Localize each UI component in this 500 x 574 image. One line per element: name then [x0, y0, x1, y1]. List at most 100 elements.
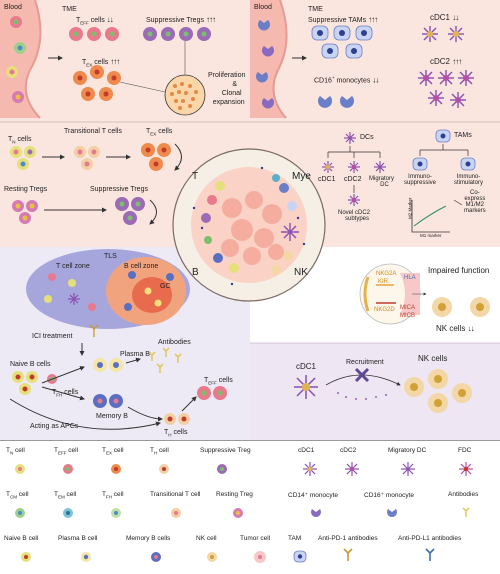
- legend-label: Memory B cells: [126, 535, 171, 542]
- legend-row2-item-6: CD16⁺ monocyte: [364, 491, 414, 499]
- ici-antibody: [89, 324, 99, 337]
- blood-t-cells: [6, 16, 26, 103]
- legend-row1-item-8: FDC: [458, 447, 471, 454]
- legend-label: TAM: [288, 535, 302, 542]
- plasma-b-cells: [93, 358, 123, 372]
- b-cell-panel-graphics: [9, 249, 227, 430]
- th-label: TH cells: [164, 429, 188, 438]
- t-cell-panel: Blood TME TEFF cells ↓↓ Suppressive Treg…: [0, 0, 251, 248]
- cdc2-cells: [418, 70, 474, 108]
- b-cell-panel: TLS T cell zone B cell zone GC ICI treat…: [0, 247, 251, 440]
- legend-label-suffix: cell: [157, 447, 169, 454]
- legend-label: CD14⁺ monocyte: [288, 492, 339, 499]
- hla-label: HLA: [404, 275, 416, 281]
- m2-marker-label: M2 Marker: [407, 197, 413, 220]
- tfh-label: TFH cells: [52, 389, 79, 398]
- legend-label: Transitional T cell: [150, 491, 201, 498]
- legend-row1-item-7: Migratory DC: [388, 447, 426, 454]
- tme-label-mye: TME: [308, 6, 323, 13]
- center-nk-label: NK: [294, 267, 308, 278]
- antibodies-label: Antibodies: [158, 339, 191, 346]
- center-t-label: T: [192, 171, 199, 182]
- cdc2-label: cDC2 ↑↑↑: [430, 57, 462, 66]
- suppressive-tams: [311, 25, 373, 59]
- legend-label: cDC2: [340, 447, 357, 454]
- legend-row1-item-1: TEFF cell: [54, 447, 78, 455]
- nkg2a-label: NKG2A: [376, 271, 397, 277]
- legend-label: T: [54, 491, 58, 498]
- legend-label: Resting Treg: [216, 491, 253, 498]
- apc-label: Acting as APCs: [30, 423, 79, 430]
- suppressive-tregs: [143, 27, 211, 41]
- memory-b-label: Memory B: [96, 413, 128, 420]
- teff-label: TEFF cells ↓↓: [76, 15, 114, 26]
- tls-cells: [44, 271, 174, 311]
- legend-row2-item-2: TFH cell: [102, 491, 124, 499]
- cdc1-recruit: [294, 375, 318, 399]
- immunosuppressive-label: Immuno-suppressive: [404, 174, 437, 186]
- teff-cells: [69, 27, 119, 41]
- legend-row2-item-7: Antibodies: [448, 491, 478, 498]
- legend-label: T: [102, 447, 106, 454]
- myeloid-panel-graphics: [250, 0, 500, 233]
- legend-label-suffix: cell: [16, 491, 29, 498]
- supp-tregs-label: Suppressive Tregs ↑↑↑: [146, 15, 216, 25]
- germinal-center: [132, 277, 172, 313]
- center-tme-graphics: [172, 148, 326, 302]
- legend-label: Naive B cell: [4, 535, 39, 542]
- nkg2d-label: NKG2D: [374, 307, 395, 313]
- legend-label-sub: FH: [105, 494, 112, 500]
- legend-row3-item-2: Memory B cells: [126, 535, 170, 542]
- memory-b-cells: [93, 394, 123, 408]
- legend-label: FDC: [458, 447, 472, 454]
- legend-row2-item-1: TEM cell: [54, 491, 76, 499]
- supp-tams-label: Suppressive TAMs ↑↑↑: [308, 15, 378, 25]
- legend-row2-item-0: TCM cell: [6, 491, 29, 499]
- tn-label: TN cells: [8, 136, 32, 145]
- legend-label: NK cell: [196, 535, 217, 542]
- recruitment-block-icon: [354, 367, 370, 383]
- legend-row1-item-0: TN cell: [6, 447, 25, 455]
- mica-label: MICA: [400, 305, 415, 311]
- naive-b-cells: [12, 371, 38, 395]
- cdc1-label: cDC1 ↓↓: [430, 13, 459, 22]
- legend-row1-item-5: cDC1: [298, 447, 314, 454]
- tex-label: TEX cells ↑↑↑: [82, 57, 120, 68]
- cd16-label: CD16+ monocytes ↓↓: [314, 75, 379, 85]
- nk-cells-impaired: [432, 297, 490, 317]
- cdc1-cells: [422, 26, 464, 42]
- center-b-label: B: [192, 267, 199, 278]
- legend-row2-item-5: CD14⁺ monocyte: [288, 491, 338, 499]
- legend-label: Anti-PD-L1 antibodies: [398, 535, 462, 542]
- legend-row3-item-1: Plasma B cell: [58, 535, 97, 542]
- legend-row2-item-3: Transitional T cell: [150, 491, 200, 498]
- blood-label-mye: Blood: [254, 4, 272, 11]
- legend-row1-item-2: TEX cell: [102, 447, 124, 455]
- transitional-t-cells: [74, 146, 100, 170]
- legend-label: Anti-PD-1 antibodies: [318, 535, 378, 542]
- legend-label-suffix: cell: [66, 447, 79, 454]
- b-cell-zone-label: B cell zone: [124, 263, 159, 270]
- nk-cells-decrease-label: NK cells ↓↓: [436, 324, 475, 333]
- center-mye-label: Mye: [292, 171, 311, 182]
- legend-row1-item-6: cDC2: [340, 447, 356, 454]
- legend-icons: [15, 462, 473, 563]
- legend-row3-item-5: TAM: [288, 535, 301, 542]
- legend-label: Migratory DC: [388, 447, 427, 454]
- t-cell-zone-label: T cell zone: [56, 263, 90, 270]
- teff-b-label: TEFF cells: [204, 377, 233, 386]
- antibodies: [148, 347, 182, 373]
- immunostimulatory-label: Immuno-stimulatory: [454, 174, 484, 186]
- legend-label: Tumor cell: [240, 535, 271, 542]
- legend-label-sub: H: [153, 450, 158, 456]
- micb-label: MICB: [400, 313, 415, 319]
- suppressive-tregs-lower: [115, 197, 145, 225]
- legend-label: CD16⁺ monocyte: [364, 492, 415, 499]
- legend-label-sub: CM: [9, 494, 17, 500]
- legend-label: T: [102, 491, 106, 498]
- legend-label: T: [150, 447, 154, 454]
- tls-label: TLS: [104, 253, 117, 260]
- tme-label: TME: [62, 6, 77, 13]
